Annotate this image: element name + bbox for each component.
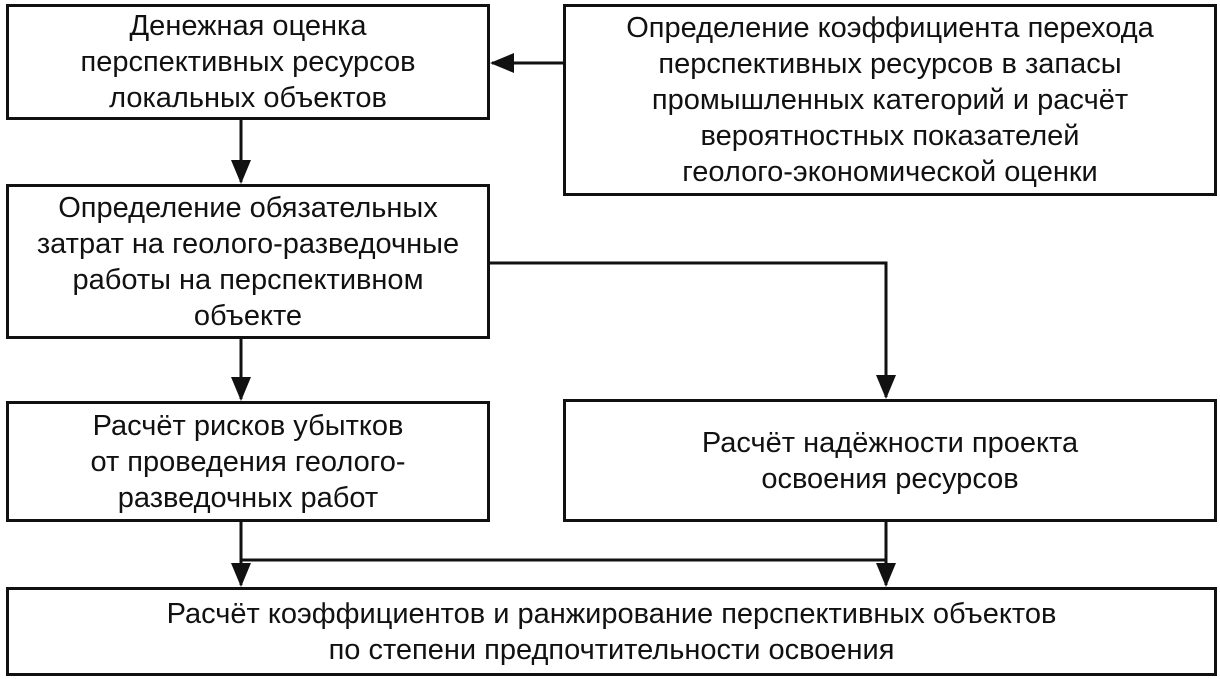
block-ranking: Расчёт коэффициентов и ранжирование перс… [6,587,1217,676]
block-text-line: освоения ресурсов [761,462,1019,495]
block-text-line: от проведения геолого- [90,445,406,478]
block-text-line: перспективных ресурсов [80,46,416,78]
arrowhead [231,160,251,184]
block-text-line: Расчёт коэффициентов и ранжирование перс… [166,597,1057,630]
block-text-line: затрат на геолого-разведочные [36,227,460,260]
block-text-line: промышленных категорий и расчёт [651,84,1129,116]
arrowhead [231,563,251,587]
block-monetary-assessment: Денежная оценка перспективных ресурсов л… [6,4,490,120]
block-text-line: вероятностных показателей [700,120,1080,152]
arrowhead [876,563,896,587]
block-text-line: геолого-экономической оценки [682,156,1098,188]
block-text-line: Расчёт надёжности проекта [701,426,1079,459]
block-loss-risks: Расчёт рисков убытков от проведения геол… [6,401,490,522]
block-text-line: работы на перспективном [72,263,424,296]
block-mandatory-costs: Определение обязательных затрат на геоло… [6,184,490,339]
merge-line [239,522,888,562]
block-text-line: перспективных ресурсов в запасы [658,48,1122,80]
block-text-line: объекте [193,299,303,332]
block-project-reliability: Расчёт надёжности проекта освоения ресур… [563,399,1217,522]
arrowhead [231,377,251,401]
block-text-line: по степени предпочтительности освоения [328,633,895,666]
block-text-line: Расчёт рисков убытков [92,409,404,442]
block-text-line: Определение обязательных [58,191,438,224]
arrow-costs-to-reliability [490,261,888,397]
arrowhead [490,53,514,73]
block-text-line: разведочных работ [117,481,379,514]
block-text-line: Определение коэффициента перехода [626,12,1154,44]
arrowhead [876,375,896,399]
block-conversion-coefficient: Определение коэффициента перехода перспе… [563,4,1217,196]
block-text-line: локальных объектов [109,82,387,114]
block-text-line: Денежная оценка [129,10,367,42]
